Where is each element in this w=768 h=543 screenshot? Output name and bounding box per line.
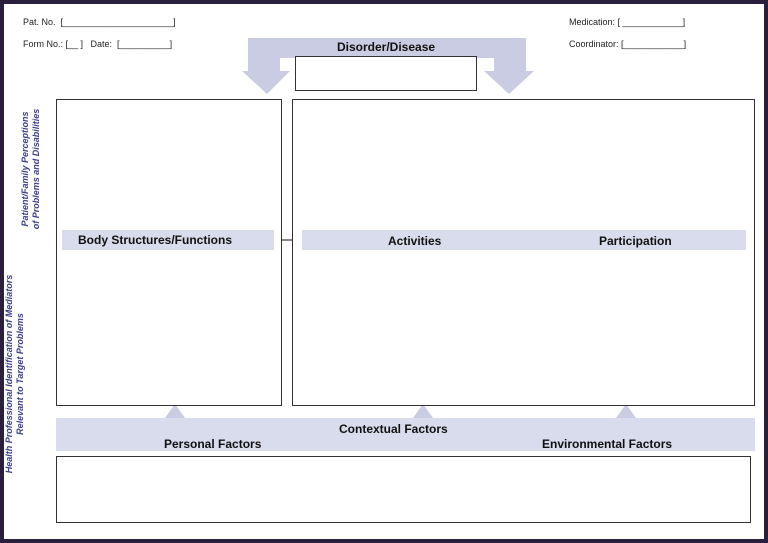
icf-form-page: Pat. No. [______________________] Form N… [4,4,764,539]
disorder-label: Disorder/Disease [337,40,436,54]
body-structures-box[interactable] [56,99,282,406]
participation-label: Participation [599,234,672,248]
contextual-factors-band [56,418,755,451]
patient-perceptions-side-label: Patient/Family Perceptions of Problems a… [20,108,41,230]
disorder-input-box[interactable] [295,56,477,91]
health-professional-side-label: Health Professional Identification of Me… [4,274,25,474]
medication-field[interactable]: Medication: [ ____________] [569,17,686,27]
body-structures-label: Body Structures/Functions [78,233,233,247]
participation-band [526,230,746,250]
activities-band [302,230,528,250]
activities-label: Activities [388,234,442,248]
environmental-factors-label: Environmental Factors [542,437,673,451]
activities-participation-box[interactable] [292,99,755,406]
disorder-down-arrows [242,38,534,94]
contextual-factors-label: Contextual Factors [339,422,448,436]
form-number-date-field[interactable]: Form No.: [__ ] Date: [__________] [23,39,173,49]
body-structures-band [62,230,274,250]
patient-number-field[interactable]: Pat. No. [______________________] [23,17,176,27]
contextual-factors-input-box[interactable] [56,456,751,523]
personal-factors-label: Personal Factors [164,437,262,451]
coordinator-field[interactable]: Coordinator: [____________] [569,39,687,49]
